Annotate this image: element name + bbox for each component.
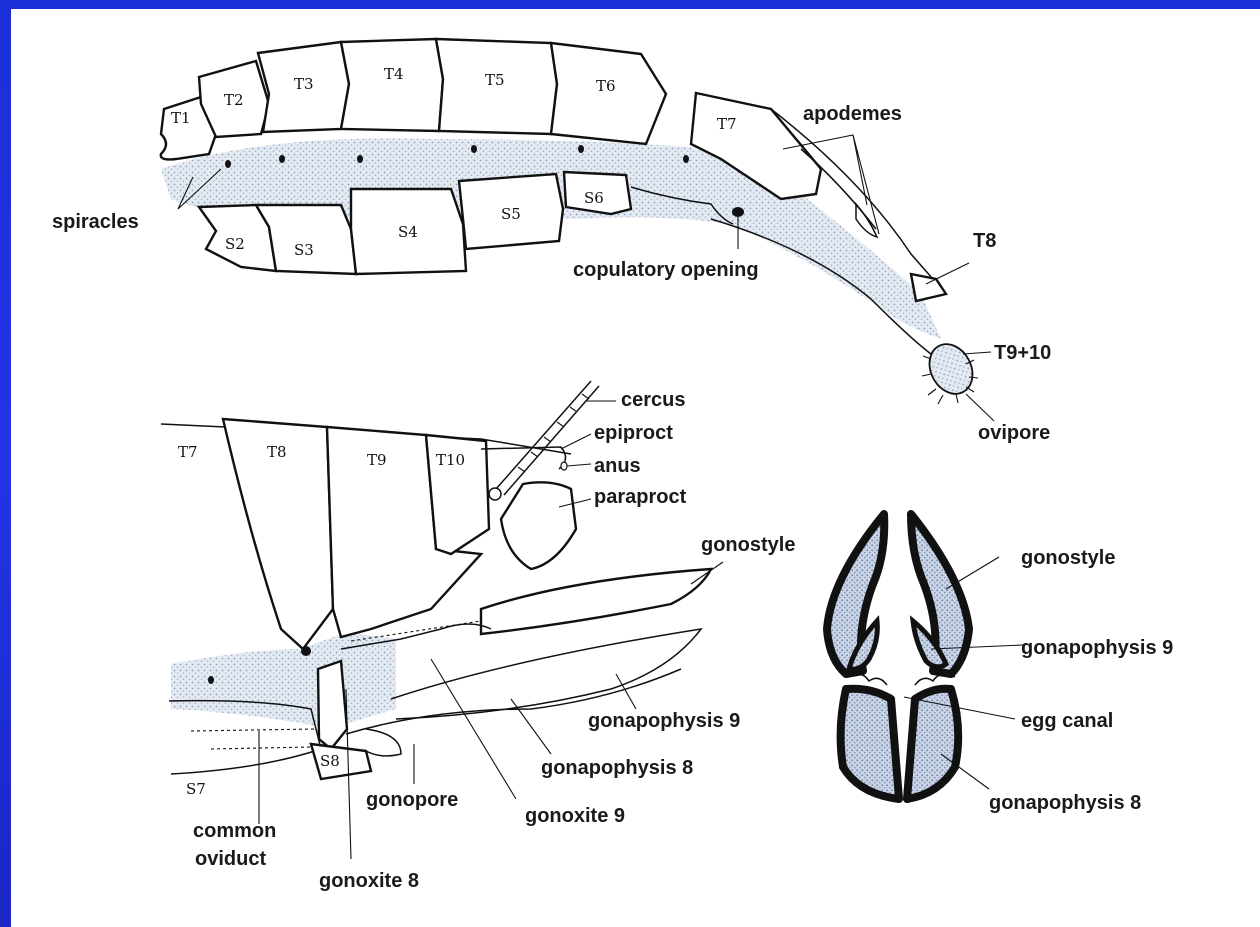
- gonopore-outline: [366, 729, 401, 756]
- ovipositor-cross-section: gonostyle gonapophysis 9 egg canal gonap…: [827, 514, 1173, 814]
- seg-bl-s8: S8: [320, 752, 340, 770]
- leader-anus: [567, 464, 591, 466]
- label-cs-gonapophysis-9: gonapophysis 9: [1021, 637, 1173, 659]
- seg-s4: S4: [398, 223, 418, 241]
- seg-bl-s7: S7: [186, 780, 206, 798]
- label-apodemes: apodemes: [803, 103, 902, 125]
- apodeme-tip: [856, 204, 877, 237]
- label-anus: anus: [594, 455, 641, 477]
- anus-mark: [561, 462, 567, 470]
- t9-10-tip: [921, 337, 981, 402]
- label-gonostyle-bl: gonostyle: [701, 534, 795, 556]
- seg-t4: T4: [384, 65, 404, 83]
- seg-s6: S6: [584, 189, 604, 207]
- seg-bl-t8: T8: [267, 443, 287, 461]
- diagram-canvas: T1 T2 T3 T4 T5 T6 T7 S2 S3 S4 S5 S6 spir…: [11, 9, 1260, 927]
- diagram-panel: T1 T2 T3 T4 T5 T6 T7 S2 S3 S4 S5 S6 spir…: [11, 9, 1260, 927]
- gonostyle-bl: [481, 569, 711, 634]
- label-common-oviduct-1: common: [193, 820, 276, 842]
- label-gonoxite-9: gonoxite 9: [525, 805, 625, 827]
- label-paraproct: paraproct: [594, 486, 687, 508]
- label-gonopore: gonopore: [366, 789, 458, 811]
- label-cs-gonapophysis-8: gonapophysis 8: [989, 792, 1141, 814]
- terminalia-membrane: [171, 634, 396, 729]
- leader-gonoxite-9: [431, 659, 516, 799]
- seg-bl-t10: T10: [436, 451, 465, 469]
- terminal-segments-figure: T7 T8 T9 T10 S7 S8 cercus epiproct anus …: [161, 381, 795, 892]
- seg-t2: T2: [224, 91, 244, 109]
- gonoxite-8-block: [318, 661, 347, 749]
- leader-t8: [926, 263, 969, 284]
- seg-bl-t9: T9: [367, 451, 387, 469]
- seg-t7: T7: [717, 115, 737, 133]
- seg-s3: S3: [294, 241, 314, 259]
- cs-gonapophysis-8-left: [841, 689, 899, 799]
- label-spiracles: spiracles: [52, 211, 139, 233]
- cs-gonapophysis-8-right: [907, 689, 958, 799]
- label-gonapophysis-8-bl: gonapophysis 8: [541, 757, 693, 779]
- label-gonapophysis-9-bl: gonapophysis 9: [588, 710, 740, 732]
- seg-bl-t7: T7: [178, 443, 198, 461]
- label-cs-egg-canal: egg canal: [1021, 710, 1113, 732]
- label-ovipore: ovipore: [978, 422, 1050, 444]
- cercus-joints: [518, 394, 589, 472]
- leader-ovipore: [966, 394, 994, 421]
- abdomen-lateral-figure: T1 T2 T3 T4 T5 T6 T7 S2 S3 S4 S5 S6 spir…: [52, 39, 1051, 444]
- gonapophysis-9-bl: [391, 629, 701, 719]
- label-epiproct: epiproct: [594, 422, 673, 444]
- seg-s2: S2: [225, 235, 245, 253]
- paraproct-outline: [501, 482, 576, 569]
- seg-t1: T1: [171, 109, 191, 127]
- label-copulatory-opening: copulatory opening: [573, 259, 759, 281]
- seg-t5: T5: [485, 71, 505, 89]
- cercus-base: [489, 488, 501, 500]
- oviduct-dashed: [191, 729, 316, 749]
- seg-t6: T6: [596, 77, 616, 95]
- label-cercus: cercus: [621, 389, 686, 411]
- leader-t9-10: [963, 352, 991, 354]
- seg-s5: S5: [501, 205, 521, 223]
- leader-epiproct: [561, 434, 591, 449]
- label-cs-gonostyle: gonostyle: [1021, 547, 1115, 569]
- tergite-t8: [911, 274, 946, 301]
- label-common-oviduct-2: oviduct: [195, 848, 266, 870]
- tergite-t4: [341, 39, 443, 131]
- seg-t3: T3: [294, 75, 314, 93]
- t8-spiracle: [301, 646, 311, 656]
- label-t8: T8: [973, 230, 996, 252]
- copulatory-opening-mark: [732, 207, 744, 217]
- t7-spiracle: [208, 676, 214, 684]
- label-t9-10: T9+10: [994, 342, 1051, 364]
- label-gonoxite-8: gonoxite 8: [319, 870, 419, 892]
